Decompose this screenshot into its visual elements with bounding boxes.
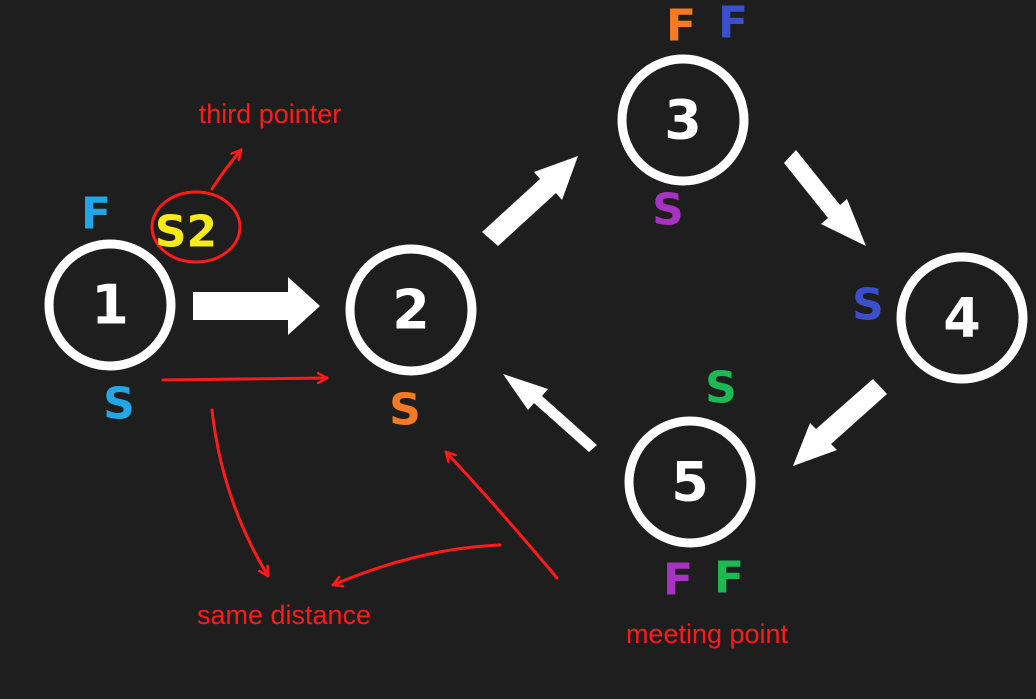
pointer-slow-node-2: S <box>389 385 421 436</box>
edge-4-5-arrow <box>793 379 887 466</box>
pointer-slow-node-5: S <box>705 363 737 414</box>
distance-1-2-line <box>161 378 329 380</box>
pointer-fast-node-3-orange: F <box>666 1 696 52</box>
pointer-fast-node-5-purple: F <box>663 555 693 606</box>
edge-2-3-arrow <box>482 156 578 246</box>
node-5: 5 <box>624 416 756 548</box>
third-pointer-label: third pointer <box>199 99 342 129</box>
third-pointer-circle <box>150 190 242 264</box>
node-1: 1 <box>44 239 176 371</box>
meeting-point-line <box>444 450 559 580</box>
node-2-label: 2 <box>392 279 430 342</box>
node-5-label: 5 <box>671 451 709 514</box>
pointer-slow2-node-1: S2 <box>155 207 217 258</box>
node-2: 2 <box>345 244 477 376</box>
annotation-lines <box>161 148 559 585</box>
same-distance-left-line <box>210 408 270 578</box>
edge-1-2-arrow <box>193 277 320 335</box>
node-4-label: 4 <box>943 287 981 350</box>
node-1-label: 1 <box>91 274 129 337</box>
pointer-slow-node-1: S <box>103 379 135 430</box>
pointer-fast-node-5-green: F <box>714 553 744 604</box>
node-3: 3 <box>617 54 749 186</box>
meeting-point-label: meeting point <box>626 619 789 649</box>
pointer-slow-node-3: S <box>652 185 684 236</box>
same-distance-label: same distance <box>197 600 371 630</box>
pointer-fast-node-3-blue: F <box>718 0 748 49</box>
node-4: 4 <box>896 252 1028 384</box>
third-pointer-line <box>210 148 243 191</box>
edge-5-2-arrow <box>503 374 597 452</box>
pointer-fast-node-1: F <box>81 189 111 240</box>
edge-arrows <box>193 150 887 466</box>
same-distance-right-line <box>331 543 502 585</box>
pointer-slow-node-4: S <box>852 280 884 331</box>
node-3-label: 3 <box>664 89 702 152</box>
edge-3-4-arrow <box>784 150 866 246</box>
